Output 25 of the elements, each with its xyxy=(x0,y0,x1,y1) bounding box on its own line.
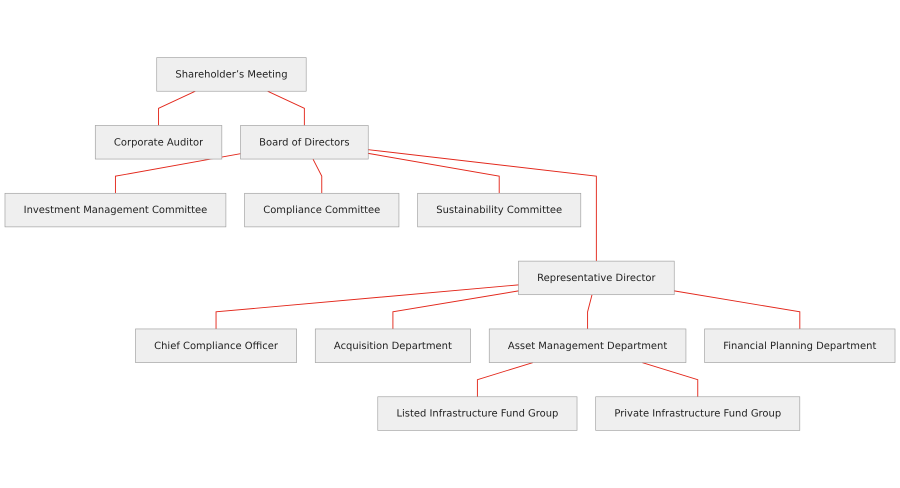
node-box: Corporate Auditor xyxy=(94,125,222,160)
node-box: Investment Management Committee xyxy=(4,192,226,228)
node-box: Chief Compliance Officer xyxy=(135,328,297,363)
connector xyxy=(267,90,305,126)
connector xyxy=(587,294,592,330)
connector xyxy=(158,90,196,126)
node-box: Asset Management Department xyxy=(488,328,686,363)
connector xyxy=(476,362,534,398)
connector xyxy=(368,152,500,194)
node-box: Financial Planning Department xyxy=(704,328,896,363)
node-box: Representative Director xyxy=(518,260,675,296)
node-box: Compliance Committee xyxy=(244,192,400,228)
connector xyxy=(674,290,800,330)
connector xyxy=(642,362,698,398)
connector xyxy=(368,149,597,262)
node-box: Board of Directors xyxy=(240,125,369,160)
node-box: Private Infrastructure Fund Group xyxy=(595,396,800,431)
connector xyxy=(392,290,519,330)
node-box: Listed Infrastructure Fund Group xyxy=(377,396,578,431)
connector xyxy=(114,153,241,194)
connector xyxy=(216,284,519,330)
connector xyxy=(312,158,322,194)
node-box: Sustainability Committee xyxy=(417,192,582,228)
node-box: Shareholder’s Meeting xyxy=(156,57,306,92)
node-box: Acquisition Department xyxy=(314,328,471,363)
